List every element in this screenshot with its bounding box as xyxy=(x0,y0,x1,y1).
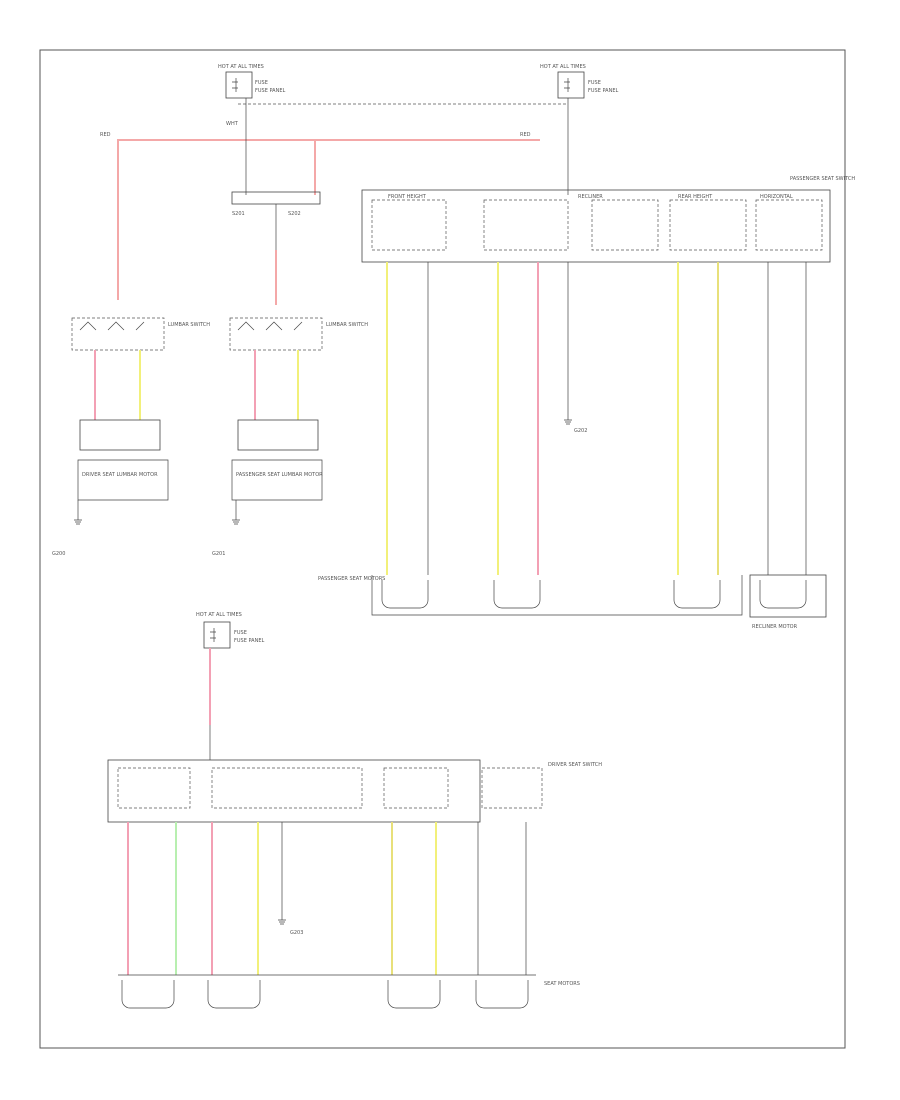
fuse-panel-left: HOT AT ALL TIMES FUSE FUSE PANEL xyxy=(218,64,285,99)
splice-label-1: S201 xyxy=(232,211,245,217)
horizontal-label: HORIZONTAL xyxy=(760,194,793,200)
fuse-panel-label-2: FUSE PANEL xyxy=(588,88,618,94)
splice-label-2: S202 xyxy=(288,211,301,217)
passenger-motors-label: PASSENGER SEAT MOTORS xyxy=(318,576,385,582)
lumbar-switch-right: LUMBAR SWITCH PASSENGER SEAT LUMBAR MOTO… xyxy=(212,317,368,557)
ground-label-1: G200 xyxy=(52,551,65,557)
ground-label-3: G202 xyxy=(574,428,587,434)
diagram-frame xyxy=(39,49,846,1049)
red-label-1: RED xyxy=(100,132,111,138)
fuse-label-1: FUSE xyxy=(255,80,268,86)
recliner-motor-label: RECLINER MOTOR xyxy=(752,624,798,630)
red-feed-main xyxy=(117,139,540,300)
ground-label-2: G201 xyxy=(212,551,225,557)
lumbar-switch-left: LUMBAR SWITCH DRIVER SEAT LUMBAR MOTOR G… xyxy=(52,317,210,557)
hot-at-all-times-label-3: HOT AT ALL TIMES xyxy=(196,612,242,618)
fuse-panel-label-1: FUSE PANEL xyxy=(255,88,285,94)
ds-wire-ground xyxy=(278,822,286,925)
front-height-label: FRONT HEIGHT xyxy=(388,194,427,200)
driver-seat-motors: SEAT MOTORS xyxy=(118,974,580,1009)
fuse-label-2: FUSE xyxy=(588,80,601,86)
lumbar-motor-label-left: DRIVER SEAT LUMBAR MOTOR xyxy=(82,472,158,478)
wht-label-1: WHT xyxy=(226,121,239,127)
hot-at-all-times-label-2: HOT AT ALL TIMES xyxy=(540,64,586,70)
rear-height-label: REAR HEIGHT xyxy=(678,194,713,200)
passenger-seat-switch: PASSENGER SEAT SWITCH FRONT HEIGHT RECLI… xyxy=(361,176,855,263)
driver-seat-switch: DRIVER SEAT SWITCH xyxy=(107,759,602,823)
fuse-label-3: FUSE xyxy=(234,630,247,636)
fuse-panel-lower: HOT AT ALL TIMES FUSE FUSE PANEL xyxy=(196,612,264,649)
hot-at-all-times-label-1: HOT AT ALL TIMES xyxy=(218,64,264,70)
lumbar-motor-label-right: PASSENGER SEAT LUMBAR MOTOR xyxy=(236,472,323,478)
ground-label-4: G203 xyxy=(290,930,303,936)
driver-motors-label: SEAT MOTORS xyxy=(544,981,580,987)
passenger-seat-motors: PASSENGER SEAT MOTORS xyxy=(318,575,743,616)
lumbar-switch-label-right: LUMBAR SWITCH xyxy=(326,322,368,328)
lumbar-switch-label-left: LUMBAR SWITCH xyxy=(168,322,210,328)
recliner-label: RECLINER xyxy=(578,194,603,200)
recliner-motor: RECLINER MOTOR xyxy=(749,574,827,630)
red-label-2: RED xyxy=(520,132,531,138)
passenger-seat-switch-label: PASSENGER SEAT SWITCH xyxy=(790,176,855,182)
fuse-panel-right: HOT AT ALL TIMES FUSE FUSE PANEL xyxy=(540,64,618,99)
driver-seat-switch-label: DRIVER SEAT SWITCH xyxy=(548,762,602,768)
ps-wire-ground xyxy=(564,262,572,425)
fuse-panel-label-3: FUSE PANEL xyxy=(234,638,264,644)
